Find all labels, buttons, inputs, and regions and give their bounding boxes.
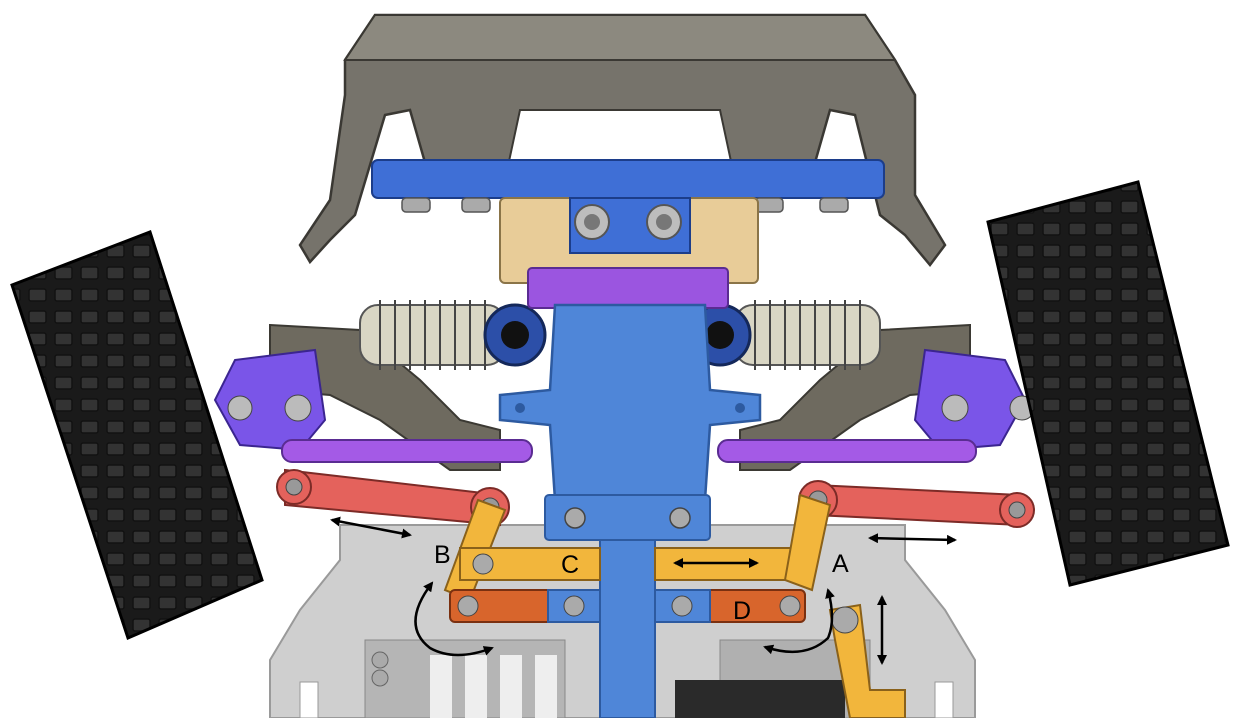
front-mount bbox=[371, 159, 885, 213]
yellow-link-c bbox=[459, 547, 601, 581]
knuckle-right bbox=[913, 348, 1035, 452]
spring-left bbox=[359, 300, 547, 370]
beige-mount-block bbox=[499, 197, 759, 284]
center-spine bbox=[599, 519, 656, 718]
label-a: A bbox=[832, 550, 849, 578]
tie-rod-right bbox=[717, 439, 977, 463]
label-d: D bbox=[733, 597, 751, 625]
spring-right bbox=[688, 300, 881, 370]
label-b: B bbox=[434, 541, 451, 569]
servo-horn bbox=[828, 603, 906, 718]
knuckle-left bbox=[213, 348, 327, 452]
label-c: C bbox=[561, 551, 579, 579]
orange-link-right bbox=[654, 589, 806, 623]
tie-rod-left bbox=[281, 439, 533, 463]
tire-right bbox=[986, 180, 1230, 587]
orange-link-left bbox=[449, 589, 601, 623]
motion-arrows bbox=[330, 516, 957, 665]
center-gearbox bbox=[498, 303, 762, 541]
tire-left bbox=[10, 230, 264, 641]
purple-block bbox=[527, 267, 729, 309]
red-link-right bbox=[798, 480, 1035, 528]
